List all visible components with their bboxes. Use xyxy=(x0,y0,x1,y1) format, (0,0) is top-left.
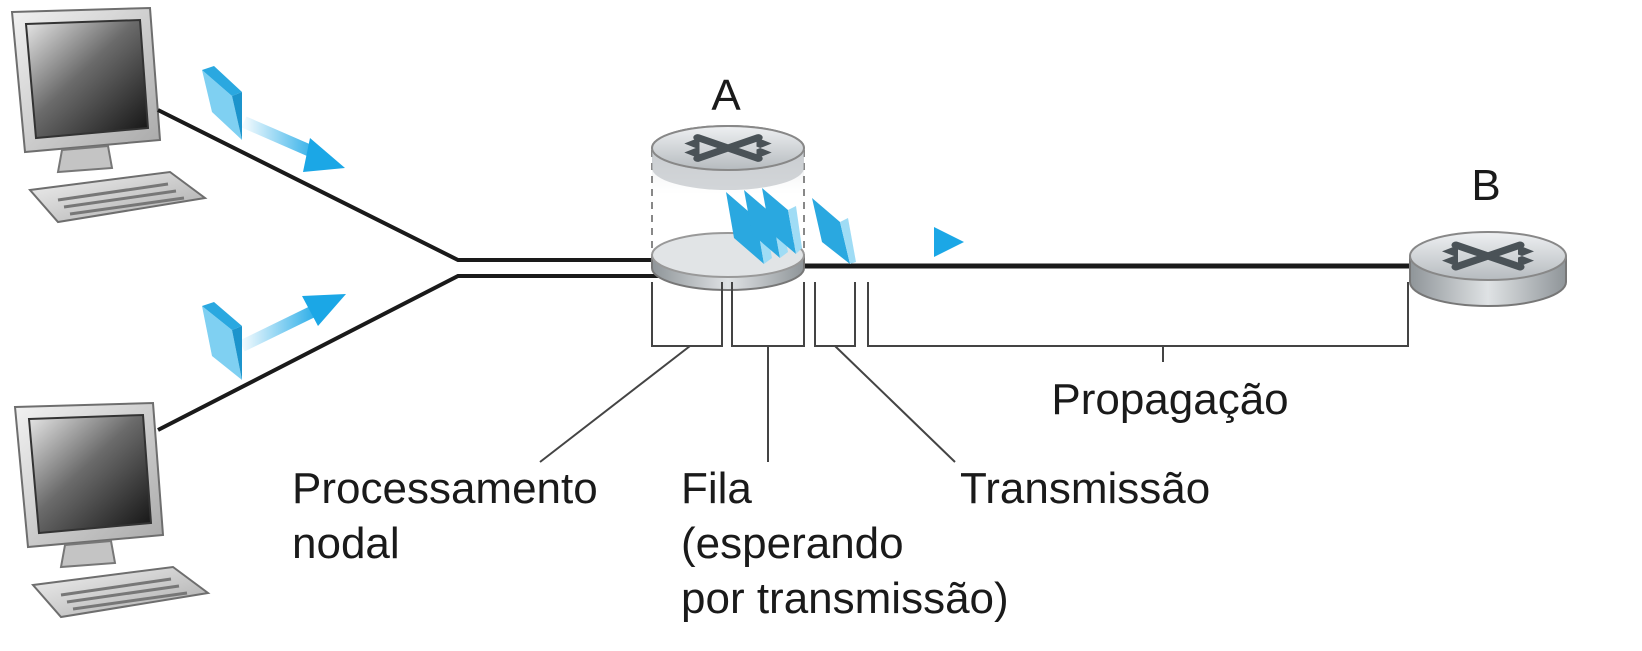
links xyxy=(157,108,1420,432)
transmission-label: Transmissão xyxy=(960,464,1210,513)
queued-packets xyxy=(726,188,802,264)
router-a-label: A xyxy=(711,71,741,120)
leader-transmission xyxy=(834,345,956,463)
host-bottom-packet xyxy=(202,294,346,380)
queue-label-line1: Fila xyxy=(681,464,752,513)
link-top-host xyxy=(157,108,662,262)
desktop-computer-icon xyxy=(10,6,207,224)
propagation-label: Propagação xyxy=(1051,375,1288,424)
processing-label-line1: Processamento xyxy=(292,464,598,513)
queue-label-line3: por transmissão) xyxy=(681,574,1009,623)
host-bottom-computer xyxy=(13,401,210,619)
bracket-processing xyxy=(651,282,723,347)
router-b-label: B xyxy=(1471,161,1500,210)
processing-label-line2: nodal xyxy=(292,519,400,568)
host-top-computer xyxy=(10,6,207,224)
delay-brackets xyxy=(539,282,1409,463)
bracket-queue xyxy=(731,282,805,347)
arrow-icon xyxy=(239,301,325,352)
router-b: B xyxy=(1409,161,1567,307)
router-a: A xyxy=(651,71,805,291)
leader-processing xyxy=(539,345,691,463)
router-icon xyxy=(1409,231,1567,307)
bracket-transmission xyxy=(814,282,856,347)
bracket-propagation xyxy=(867,282,1409,347)
queued-packet xyxy=(762,188,802,254)
queue-label-line2: (esperando xyxy=(681,519,904,568)
transmitting-packet xyxy=(812,198,964,264)
link-bottom-host xyxy=(157,274,662,432)
host-top-packet xyxy=(202,66,345,172)
desktop-computer-icon xyxy=(13,401,210,619)
